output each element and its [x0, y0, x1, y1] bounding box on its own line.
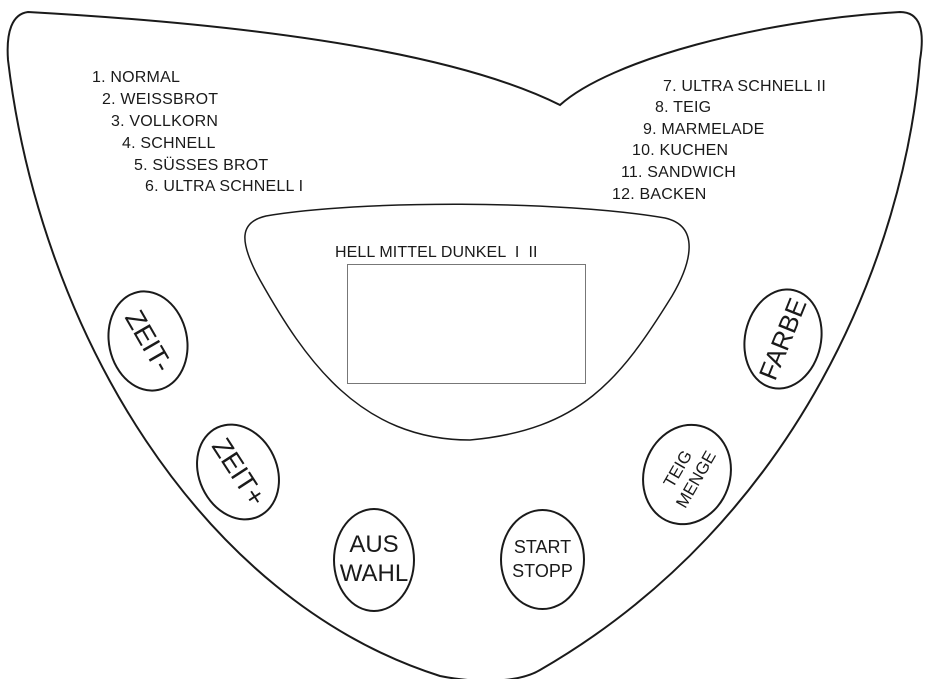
program-item: 3. VOLLKORN: [111, 113, 219, 130]
program-item: 2. WEISSBROT: [102, 91, 219, 108]
start-stopp-label: START STOPP: [512, 537, 573, 581]
program-item: 10. KUCHEN: [632, 142, 729, 159]
program-item: 1. NORMAL: [92, 69, 181, 86]
program-item: 4. SCHNELL: [122, 135, 216, 152]
start-stopp-button[interactable]: START STOPP: [500, 509, 585, 610]
lcd-screen: [347, 264, 586, 384]
farbe-label: FARBE: [753, 293, 813, 385]
display-header: HELL MITTEL DUNKEL I II: [335, 244, 538, 261]
teig-menge-label: TEIG MENGE: [659, 447, 720, 512]
program-item: 11. SANDWICH: [621, 164, 737, 181]
program-item: 8. TEIG: [655, 99, 712, 116]
zeit-minus-label: ZEIT-: [118, 304, 178, 377]
program-item: 6. ULTRA SCHNELL I: [145, 178, 304, 195]
program-item: 5. SÜSSES BROT: [134, 157, 269, 174]
zeit-plus-label: ZEIT+: [205, 432, 272, 512]
program-item: 7. ULTRA SCHNELL II: [663, 78, 826, 95]
program-item: 12. BACKEN: [612, 186, 707, 203]
auswahl-button[interactable]: AUS WAHL: [333, 508, 415, 612]
program-item: 9. MARMELADE: [643, 121, 765, 138]
auswahl-label: AUS WAHL: [339, 531, 409, 587]
